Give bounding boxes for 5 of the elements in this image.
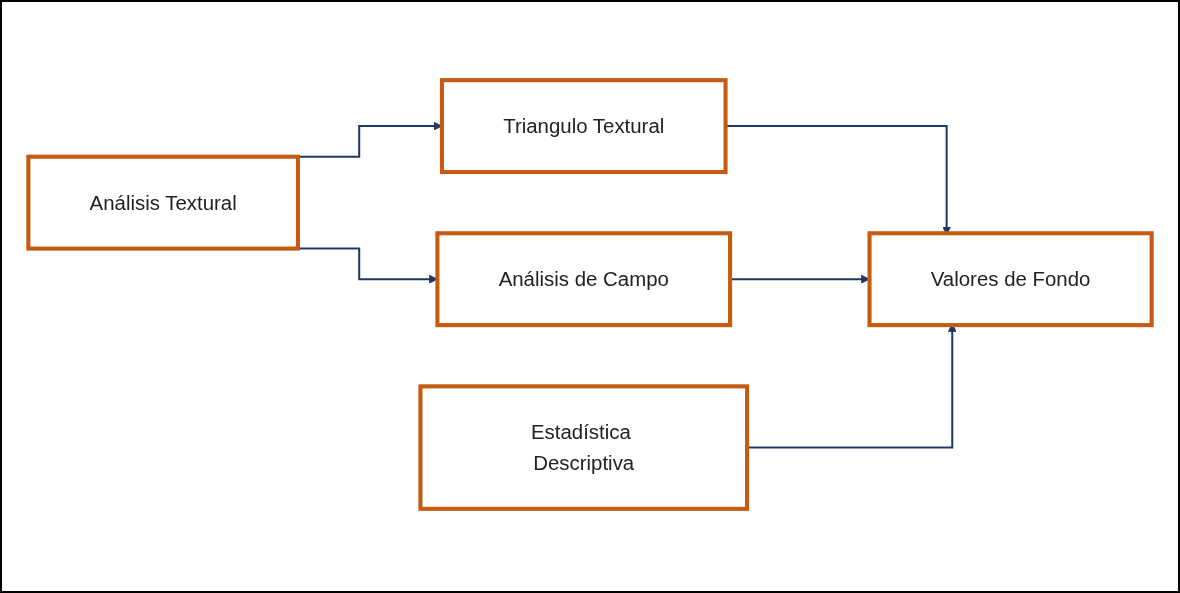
node-box: Triangulo Textural — [439, 78, 728, 175]
node-box: Análisis de Campo — [435, 231, 733, 328]
node-box: Análisis Textural — [26, 154, 300, 251]
node-box: Valores de Fondo — [867, 231, 1154, 328]
node-box: Estadística Descriptiva — [418, 384, 750, 511]
